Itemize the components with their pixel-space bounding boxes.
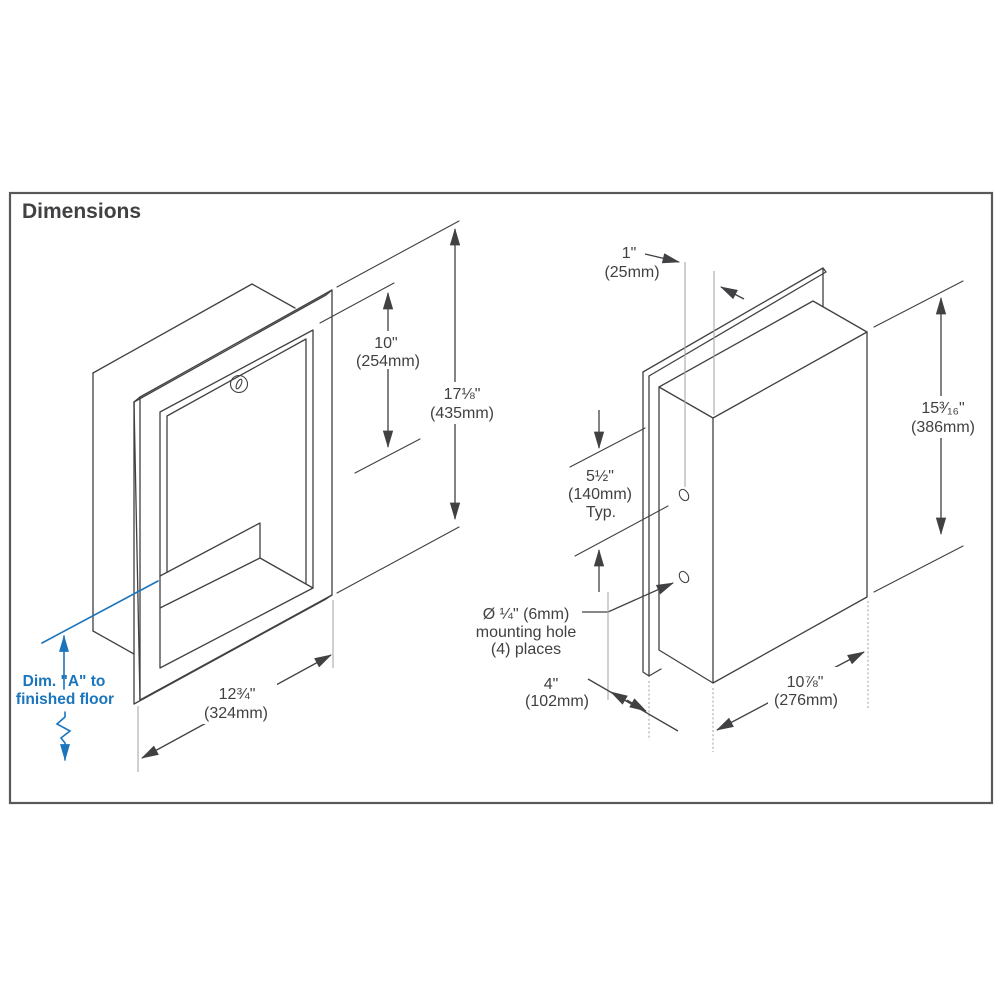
cabinet-width-label-mm: (276mm) — [774, 692, 838, 709]
edge-offset-arrow — [720, 286, 745, 300]
flange-back-top-edge — [133, 289, 333, 403]
cabinet-width-label-in: 10⅞" — [787, 674, 824, 691]
extension-line — [354, 438, 421, 474]
recess-depth-arrow-left — [610, 691, 631, 705]
floor-note-line1: Dim. "A" to — [23, 673, 106, 690]
overall-height-label-mm: (435mm) — [430, 405, 494, 422]
edge-offset-leader — [644, 253, 681, 264]
flange-top-back-edge — [648, 267, 827, 377]
width-label-mm: (324mm) — [204, 705, 268, 722]
recess-depth-arrow-right — [626, 698, 647, 712]
hole-spacing-label-mm: (140mm) — [568, 486, 632, 503]
mounting-hole-label-2: mounting hole — [476, 624, 577, 641]
extension-line — [873, 545, 964, 593]
label-mask — [426, 382, 499, 424]
overall-height-label-in: 17⅛" — [444, 386, 481, 403]
flange-top-right-edge — [642, 267, 824, 373]
mounting-hole-label-1: Ø ¼" (6mm) — [483, 606, 570, 623]
label-mask — [355, 331, 421, 369]
flange-front-edge — [642, 371, 650, 677]
cabinet-back-face — [712, 331, 868, 684]
door-height-label-in: 10" — [374, 335, 397, 352]
extension-line — [336, 220, 460, 288]
extension-line — [873, 280, 964, 328]
cabinet-height-label-mm: (386mm) — [911, 419, 975, 436]
break-line-down-arrow — [55, 711, 72, 762]
cabinet-height-label-in: 15³⁄₁₆" — [921, 400, 964, 417]
mounting-hole-icon — [678, 488, 690, 502]
lock-circle — [229, 374, 249, 394]
label-mask — [197, 682, 277, 724]
sleeve-bottom-edge — [92, 630, 135, 655]
extension-line — [336, 526, 460, 594]
flange-outer-face — [133, 289, 333, 701]
cabinet-left-edges — [658, 386, 714, 684]
rear-view-dimensions: 1" (25mm) 5½" (140mm) Typ. Ø ¼" (6mm) mo… — [476, 245, 980, 752]
front-view-dimensions: 10" (254mm) 17⅛" (435mm) 12¾" (324mm) — [137, 220, 499, 772]
edge-offset-label-in: 1" — [622, 245, 637, 262]
mounting-hole-icon — [678, 570, 690, 584]
cabinet-top-edges — [658, 300, 868, 419]
floor-reference-line — [41, 580, 159, 644]
extension-tick — [574, 505, 669, 557]
door-height-label-mm: (254mm) — [356, 353, 420, 370]
front-isometric-view — [92, 283, 333, 705]
sleeve-top-edge — [92, 283, 296, 374]
floor-note-line2: finished floor — [16, 691, 114, 708]
mounting-hole-label-3: (4) places — [491, 641, 561, 658]
content-border — [8, 191, 994, 805]
opening-reveal-edge — [166, 338, 307, 585]
lock-keyhole — [235, 378, 243, 390]
extension-tick — [569, 427, 646, 468]
floor-dimension-note: Dim. "A" to finished floor — [16, 580, 159, 762]
rear-isometric-view — [642, 267, 868, 684]
recess-depth-label-mm: (102mm) — [525, 693, 589, 710]
label-mask — [768, 667, 846, 708]
towel-slot-cavity — [159, 522, 314, 609]
page-title: Dimensions — [22, 200, 141, 223]
flange-bottom-edge — [648, 668, 662, 677]
recess-depth-label-in: 4" — [544, 676, 559, 693]
label-mask — [905, 396, 980, 438]
lock-icon — [229, 374, 249, 394]
hole-spacing-label-in: 5½" — [586, 468, 614, 485]
edge-offset-label-mm: (25mm) — [604, 264, 659, 281]
hole-spacing-label-typ: Typ. — [586, 504, 616, 521]
extension-line — [319, 282, 395, 324]
recess-depth-dim-line — [587, 678, 679, 732]
width-label-in: 12¾" — [219, 686, 256, 703]
